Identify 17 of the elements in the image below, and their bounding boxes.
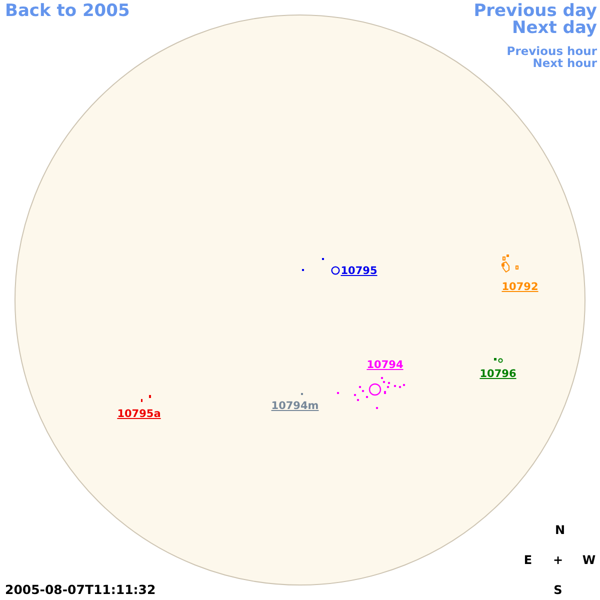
back-link: Back to 2005 bbox=[5, 3, 130, 20]
region-number-link: 10794 bbox=[366, 360, 404, 370]
region-number-link: 10795 bbox=[340, 266, 378, 276]
compass-label: W bbox=[582, 554, 596, 566]
previous-hour-link: Previous hour bbox=[506, 46, 597, 58]
next-hour-link: Next hour bbox=[532, 58, 597, 70]
next-day-link: Next day bbox=[512, 20, 597, 37]
region-number-link: 10792 bbox=[502, 282, 538, 292]
compass-label: E bbox=[524, 554, 532, 566]
region-number-link: 10796 bbox=[480, 369, 516, 380]
compass-label: + bbox=[552, 554, 564, 566]
region-number-link: 10794m bbox=[271, 401, 319, 412]
timestamp: 2005-08-07T11:11:32 bbox=[5, 584, 156, 596]
compass-label: S bbox=[554, 584, 562, 596]
previous-day-link: Previous day bbox=[474, 3, 597, 20]
region-number-link: 10795a bbox=[117, 409, 161, 420]
compass-label: N bbox=[554, 524, 566, 536]
